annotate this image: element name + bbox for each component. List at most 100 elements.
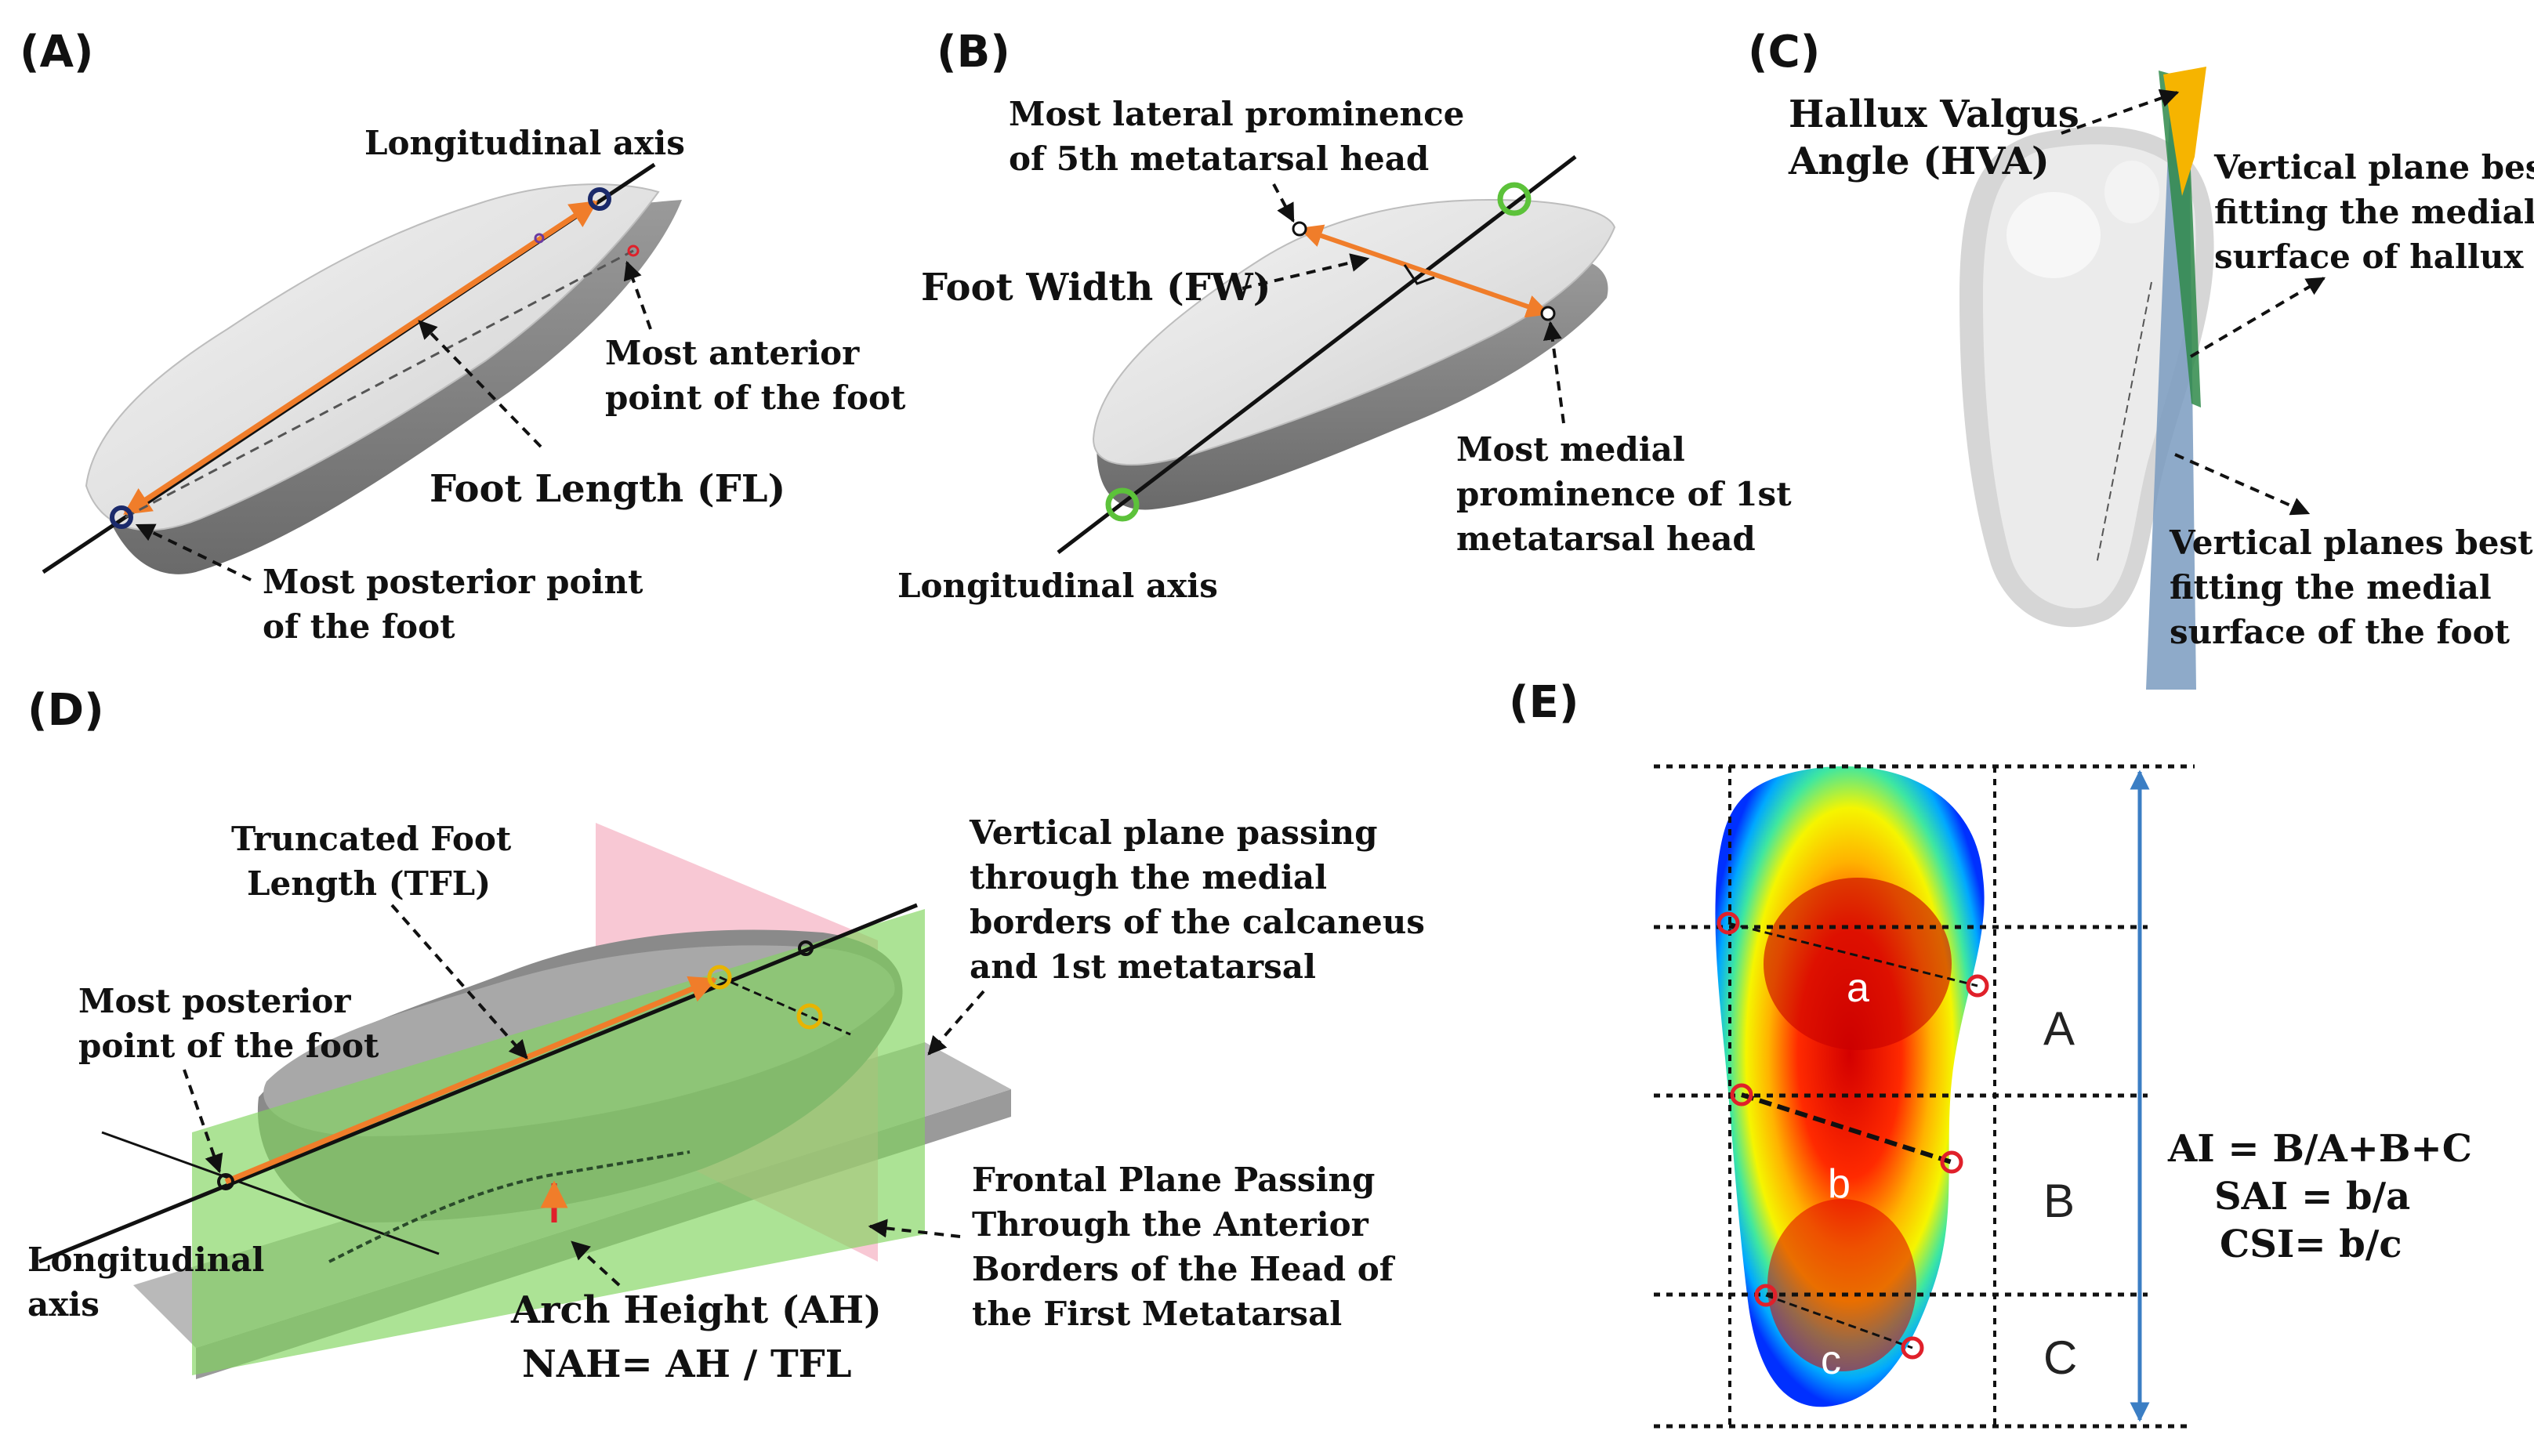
nah-formula-label: NAH= AH / TFL — [522, 1342, 852, 1386]
vertical-plane-label-line1: Vertical plane passing — [969, 813, 1377, 852]
panel-a: (A) Longitudinal axis Most anterior poin… — [20, 27, 906, 646]
panel-b: (B) Most lateral prominence of 5th metat… — [897, 27, 1792, 605]
foot-length-label: Foot Length (FL) — [430, 467, 785, 511]
posterior-callout-arrow-d — [183, 1069, 223, 1174]
vertical-medial-plane — [192, 909, 925, 1375]
foot-width-callout-arrow — [1242, 253, 1370, 290]
anterior-point-marker-a — [588, 187, 611, 211]
point-b-left — [1730, 1083, 1753, 1106]
right-angle-marker — [1403, 264, 1435, 285]
lateral-callout-arrow — [1272, 183, 1295, 223]
footprint-model-c — [1959, 126, 2214, 628]
point-c-left — [1754, 1284, 1778, 1307]
frontal-plane-label-line3: Borders of the Head of — [972, 1250, 1396, 1288]
hallux-plane-label-line2: fitting the medial — [2214, 193, 2534, 231]
longitudinal-axis-line-b — [1057, 155, 1577, 554]
foot-length-callout-arrow — [418, 320, 542, 448]
longitudinal-axis-label-b: Longitudinal axis — [897, 567, 1218, 605]
posterior-label-line2-d: point of the foot — [78, 1027, 379, 1065]
zone-c-label: C — [2043, 1331, 2077, 1384]
panel-e-letter: (E) — [1509, 677, 1579, 728]
foot-model-a — [85, 183, 682, 574]
posterior-callout-arrow — [135, 523, 252, 581]
medial-prominence-label-line2: prominence of 1st — [1456, 475, 1792, 513]
region-b-label: b — [1828, 1161, 1851, 1207]
most-anterior-label-line2: point of the foot — [605, 378, 906, 417]
medial-callout-arrow — [1543, 321, 1565, 424]
tfl-callout-arrow — [390, 904, 528, 1059]
chippaux-smirak-index-formula: CSI= b/c — [2220, 1222, 2402, 1266]
medial-prominence-label-line1: Most medial — [1456, 430, 1685, 469]
posterior-point-marker-d — [217, 1173, 234, 1190]
projected-point-marker-d — [796, 1003, 823, 1030]
lateral-prominence-point — [1292, 221, 1307, 237]
longitudinal-axis-label-a: Longitudinal axis — [364, 124, 685, 162]
hva-callout-arrow — [2061, 89, 2180, 135]
posterior-cross-line — [101, 1131, 440, 1255]
longitudinal-axis-label-d-line2: axis — [27, 1285, 100, 1324]
panel-e: (E) a b c A B C AI = B/A+B+C SAI = b/a C… — [1509, 677, 2472, 1429]
panel-a-letter: (A) — [20, 27, 94, 78]
hallux-plane-label-line3: surface of hallux — [2214, 237, 2524, 276]
frontal-plane-label-line2: Through the Anterior — [972, 1205, 1369, 1244]
truncated-foot-length-arrow — [224, 976, 718, 1185]
hallux-plane-label-line1: Vertical plane best — [2213, 148, 2534, 187]
hva-label-line2: Angle (HVA) — [1788, 139, 2050, 183]
tfl-label-line1: Truncated Foot — [231, 820, 512, 858]
lateral-prominence-label-line2: of 5th metatarsal head — [1009, 139, 1429, 178]
vertical-plane-label-line2: through the medial — [970, 858, 1327, 896]
hallux-plane-callout-arrow — [2189, 277, 2326, 358]
arch-profile-curve — [328, 1150, 691, 1263]
anterior-axis-point-d — [798, 940, 814, 956]
frontal-plane-label-line4: the First Metatarsal — [972, 1295, 1342, 1333]
foot-reference-line-c — [2096, 281, 2152, 565]
foot-plane-label-line1: Vertical planes best — [2169, 523, 2533, 562]
point-a-right — [1966, 974, 1989, 998]
longitudinal-axis-label-d-line1: Longitudinal — [27, 1240, 264, 1279]
zone-b-label: B — [2043, 1175, 2075, 1227]
metatarsal-point-marker-d — [707, 965, 732, 990]
vertical-plane-callout-arrow — [927, 990, 985, 1056]
plantar-pressure-footprint — [1715, 766, 1985, 1407]
hva-label-line1: Hallux Valgus — [1789, 92, 2079, 136]
axis-projection-dot — [534, 233, 545, 244]
region-c-label: c — [1821, 1338, 1841, 1383]
foot-length-dashed-line — [125, 249, 634, 519]
panel-d: (D) Truncated Foot Length (TFL) Most pos… — [27, 685, 1425, 1386]
point-a-left — [1717, 911, 1740, 935]
most-posterior-label-line2: of the foot — [263, 607, 455, 646]
frontal-plane-label-line1: Frontal Plane Passing — [972, 1161, 1375, 1199]
arch-index-formula: AI = B/A+B+C — [2167, 1127, 2472, 1171]
most-anterior-point-dot — [627, 244, 640, 257]
anterior-callout-arrow — [623, 260, 652, 330]
zone-a-label: A — [2043, 1002, 2075, 1055]
posterior-axis-marker-b — [1105, 487, 1140, 522]
panel-d-letter: (D) — [27, 685, 104, 736]
posterior-label-line1-d: Most posterior — [78, 982, 351, 1020]
vertical-plane-label-line4: and 1st metatarsal — [970, 947, 1316, 986]
point-b-right — [1940, 1150, 1963, 1174]
most-anterior-label-line1: Most anterior — [605, 334, 860, 372]
projection-dashed-line-d — [719, 976, 851, 1036]
foot-plane-callout-arrow — [2174, 453, 2311, 516]
foot-length-arrow — [123, 200, 598, 516]
foot-plane-label-line3: surface of the foot — [2170, 613, 2510, 651]
arch-height-label: Arch Height (AH) — [510, 1288, 882, 1332]
region-a-line — [1727, 922, 1978, 987]
foot-plane-label-line2: fitting the medial — [2170, 568, 2492, 607]
medial-prominence-point — [1540, 306, 1556, 321]
most-posterior-label-line1: Most posterior point — [263, 563, 643, 601]
point-c-right — [1901, 1336, 1924, 1360]
staheli-index-formula: SAI = b/a — [2214, 1175, 2410, 1219]
foot-width-arrow — [1299, 224, 1550, 318]
longitudinal-axis-line-d — [38, 903, 918, 1264]
region-c-line — [1765, 1294, 1913, 1349]
arch-height-callout-arrow — [571, 1240, 621, 1287]
anterior-axis-marker-b — [1497, 182, 1532, 216]
panel-b-letter: (B) — [937, 27, 1010, 78]
panel-c-letter: (C) — [1748, 27, 1820, 78]
lateral-prominence-label-line1: Most lateral prominence — [1009, 95, 1464, 133]
foot-width-label: Foot Width (FW) — [921, 266, 1271, 310]
panel-c: (C) Hallux Valgus Angle (HVA) Vertical p… — [1748, 27, 2534, 690]
